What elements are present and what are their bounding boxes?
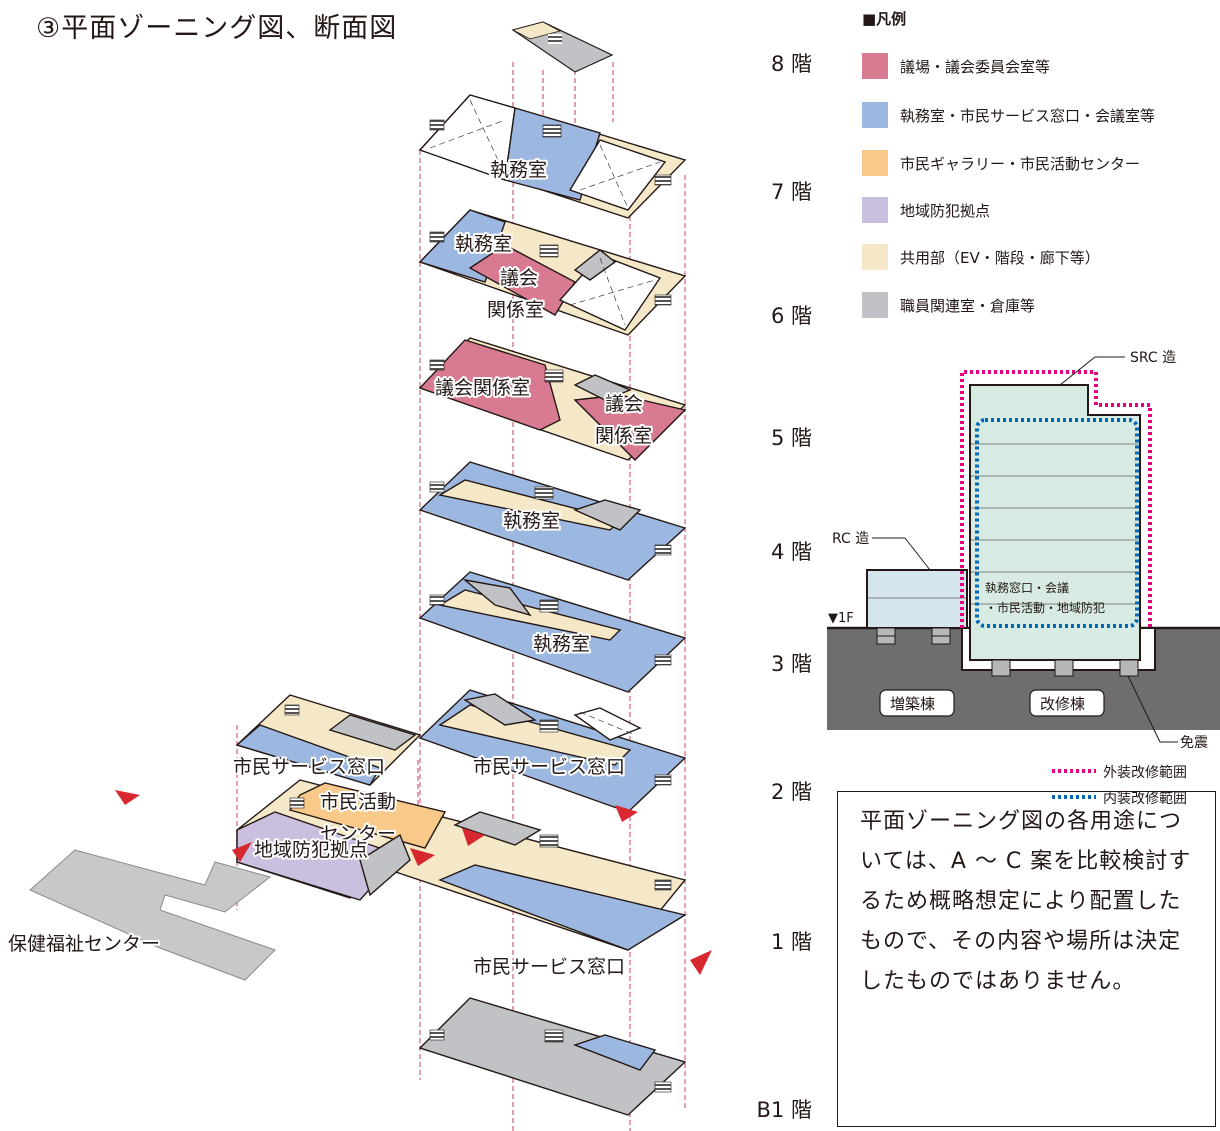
room-label-f5-council-a: 議会関係室 (435, 377, 530, 399)
legend-swatch-common (862, 244, 888, 270)
note-box: 平面ゾーニング図の各用途については、A ～ C 案を比較検討するため概略想定によ… (837, 791, 1216, 1127)
floor-2-main-plan (418, 689, 687, 813)
floor-label-5: 5 階 (770, 426, 812, 450)
legend-swatch-gallery (862, 150, 888, 176)
entrance-arrow (232, 842, 252, 862)
floor-6-plan (418, 209, 687, 336)
floor-label-1: 1 階 (770, 930, 812, 954)
health-center-plan (29, 849, 276, 981)
section-inner-label-1: 執務窓口・会議 (985, 580, 1069, 595)
floor-label-2: 2 階 (770, 780, 812, 804)
main-building-label: 改修棟 (1040, 695, 1085, 713)
legend-swatch-council (862, 53, 888, 79)
floor-5-plan (418, 337, 687, 461)
room-label-f3-exec: 執務室 (533, 633, 590, 655)
room-label-health-center: 保健福祉センター (8, 933, 160, 955)
room-label-f2-service-main: 市民サービス窓口 (473, 756, 625, 778)
legend-swatch-crime-prevention (862, 197, 888, 223)
legend-item-crime-prevention: 地域防犯拠点 (862, 196, 990, 224)
floor-8-plan (511, 21, 614, 73)
entrance-arrow (690, 950, 712, 975)
src-label: SRC 造 (1130, 350, 1176, 366)
main-building (969, 384, 1141, 677)
legend-item-council: 議場・議会委員会室等 (862, 52, 1050, 80)
floor-b1-plan (418, 997, 687, 1116)
floor-label-8: 8 階 (770, 52, 812, 76)
room-label-f7-exec: 執務室 (490, 159, 547, 181)
floor-1-plan (236, 779, 687, 951)
room-label-f6-council-2: 関係室 (487, 299, 544, 321)
exterior-legend-label: 外装改修範囲 (1103, 764, 1187, 781)
legend-title: ■凡例 (862, 10, 907, 28)
legend-item-staff: 職員関連室・倉庫等 (862, 291, 1035, 319)
annex-building (866, 569, 968, 645)
legend-label: 市民ギャラリー・市民活動センター (900, 154, 1141, 173)
ground-level-label: ▼1F (828, 611, 854, 626)
legend-item-office: 執務室・市民サービス窓口・会議室等 (862, 101, 1155, 129)
entrance-arrow (410, 848, 435, 866)
room-label-f6-council-1: 議会 (500, 267, 538, 289)
floor-7-plan (418, 94, 687, 219)
floor-2-annex-plan (235, 694, 422, 786)
floor-4-plan (418, 461, 687, 581)
entrance-arrow (115, 790, 140, 805)
section-diagram: SRC 造 RC 造 ▼1F 執務窓口・会議 ・市民活動・地域防犯 増築棟 改修… (827, 350, 1220, 807)
entrance-arrows (115, 790, 712, 975)
rc-label: RC 造 (832, 531, 869, 547)
legend-label: 地域防犯拠点 (900, 201, 991, 220)
legend-swatch-office (862, 102, 888, 128)
entrance-arrow (615, 805, 638, 822)
annex-label: 増築棟 (890, 695, 935, 713)
interior-legend-label: 内装改修範囲 (1103, 790, 1187, 807)
legend-item-gallery: 市民ギャラリー・市民活動センター (862, 149, 1140, 177)
room-label-f1-crime: 地域防犯拠点 (254, 839, 368, 861)
room-label-f5-council-b1: 議会 (605, 393, 643, 415)
legend-label: 執務室・市民サービス窓口・会議室等 (900, 106, 1156, 125)
floor-label-7: 7 階 (770, 180, 812, 204)
floor-label-6: 6 階 (770, 304, 812, 328)
room-label-f1-service: 市民サービス窓口 (473, 956, 625, 978)
isolation-label: 免震 (1180, 735, 1208, 751)
room-label-f5-council-b2: 関係室 (595, 425, 652, 447)
room-label-f2-service-annex: 市民サービス窓口 (233, 756, 385, 778)
legend-item-common: 共用部（EV・階段・廊下等） (862, 243, 1100, 271)
room-label-f4-exec: 執務室 (503, 510, 560, 532)
legend-label: 議場・議会委員会室等 (900, 57, 1051, 76)
room-label-f1-center-2: センター (320, 823, 396, 845)
legend-swatch-staff (862, 292, 888, 318)
page-title: ③平面ゾーニング図、断面図 (36, 13, 398, 44)
entrance-arrow (462, 828, 485, 846)
legend-label: 職員関連室・倉庫等 (900, 296, 1036, 315)
room-label-f1-center-1: 市民活動 (320, 791, 396, 813)
legend-label: 共用部（EV・階段・廊下等） (900, 248, 1100, 267)
floor-3-plan (418, 571, 687, 693)
floor-label-3: 3 階 (770, 652, 812, 676)
floor-label-4: 4 階 (770, 540, 812, 564)
room-label-f6-exec: 執務室 (455, 233, 512, 255)
interior-renovation-boundary (975, 418, 1139, 628)
floor-label-b1: B1 階 (756, 1098, 812, 1122)
section-inner-label-2: ・市民活動・地域防犯 (985, 600, 1105, 615)
note-text: 平面ゾーニング図の各用途については、A ～ C 案を比較検討するため概略想定によ… (860, 809, 1192, 994)
